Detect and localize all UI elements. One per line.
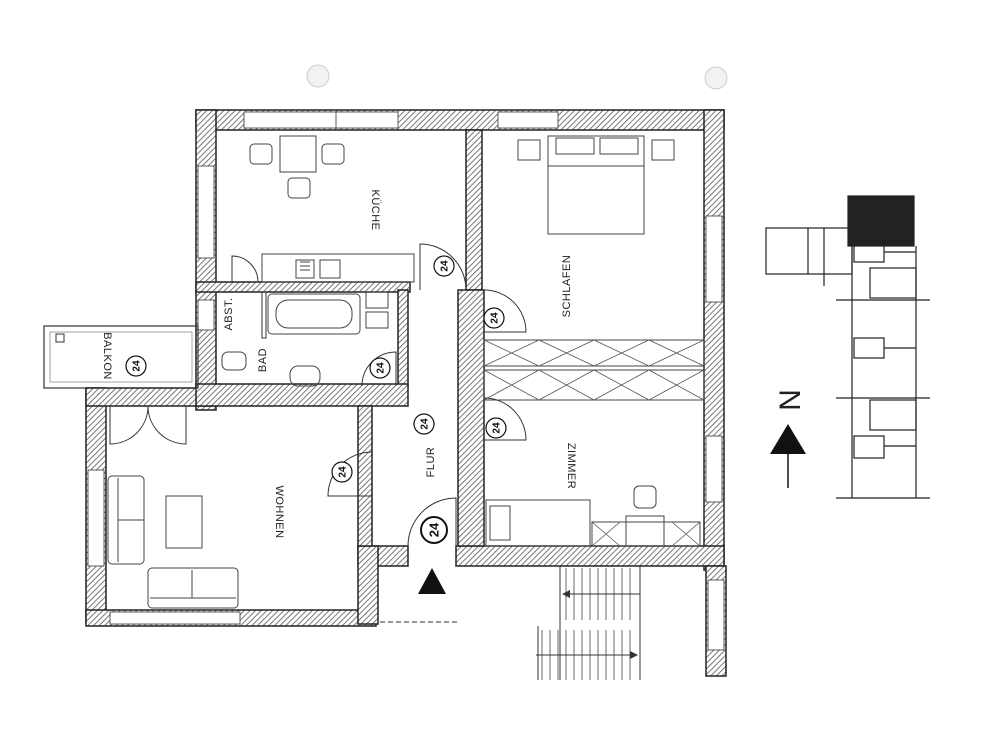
interior-walls: [195, 129, 485, 547]
svg-text:24: 24: [427, 522, 442, 537]
room-label-bad: BAD: [257, 348, 269, 372]
compass-arrow-icon: [770, 424, 806, 454]
door-swings: [327, 243, 527, 547]
pin-mark-left: [306, 64, 330, 88]
door-marker-zimmer: 24: [485, 417, 507, 439]
svg-text:24: 24: [420, 418, 431, 430]
door-marker-wohnen: 24: [331, 461, 353, 483]
bathroom-fixtures: [221, 291, 389, 387]
key-plan: [765, 195, 930, 499]
bedroom-furniture: [483, 135, 705, 401]
door-marker-schlafen: 24: [483, 307, 505, 329]
room-label-kueche: KÜCHE: [369, 189, 381, 230]
kitchen-furniture: [231, 135, 415, 283]
svg-text:24: 24: [492, 422, 503, 434]
room-label-flur: FLUR: [425, 447, 437, 478]
svg-text:24: 24: [440, 260, 451, 272]
svg-text:24: 24: [338, 466, 349, 478]
compass: N: [770, 389, 807, 488]
door-marker-flur: 24: [413, 413, 435, 435]
svg-text:24: 24: [132, 360, 143, 372]
windows: [87, 111, 725, 651]
balcony: [43, 325, 199, 389]
svg-text:24: 24: [490, 312, 501, 324]
door-marker-bad: 24: [369, 357, 391, 379]
door-marker-balkon: 24: [125, 355, 147, 377]
compass-north-letter: N: [774, 389, 807, 411]
entrance-arrow: [418, 568, 446, 594]
staircase: [536, 566, 641, 680]
room-label-abst: ABST.: [223, 297, 235, 330]
room-label-schlafen: SCHLAFEN: [561, 255, 573, 318]
door-marker-kueche: 24: [433, 255, 455, 277]
room-label-balkon: BALKON: [101, 332, 113, 380]
svg-text:24: 24: [376, 362, 387, 374]
door-marker-entrance: 24: [420, 516, 448, 544]
room-label-wohnen: WOHNEN: [273, 485, 285, 538]
pin-mark-right: [704, 66, 728, 90]
living-room-furniture: [107, 405, 239, 609]
room-label-zimmer: ZIMMER: [565, 443, 577, 489]
zimmer-furniture: [485, 485, 701, 547]
